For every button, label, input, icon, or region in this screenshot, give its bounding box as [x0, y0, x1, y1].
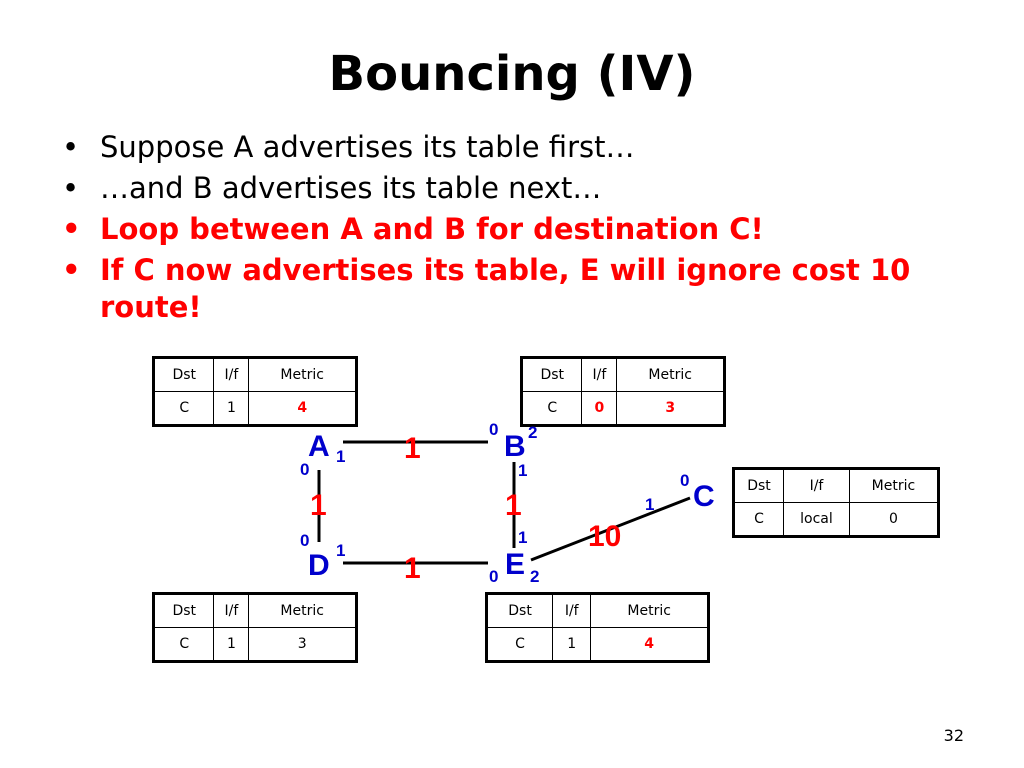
- cell-dst: C: [732, 502, 785, 537]
- port-e-top: 1: [518, 528, 527, 547]
- header-iface: I/f: [581, 357, 618, 392]
- bullet-dot: •: [62, 212, 81, 246]
- header-iface: I/f: [213, 593, 250, 628]
- port-b-bottom: 1: [518, 461, 527, 480]
- bullet-text: Loop between A and B for destination C!: [100, 212, 764, 246]
- port-c-top: 0: [680, 471, 689, 490]
- header-metric: Metric: [248, 593, 357, 628]
- routing-table-e: Dst I/f Metric C 1 4: [485, 592, 710, 663]
- table-row: C 0 3: [520, 391, 725, 426]
- bullet-text: Suppose A advertises its table first…: [100, 130, 635, 164]
- header-dst: Dst: [152, 593, 215, 628]
- table-header-row: Dst I/f Metric: [152, 357, 357, 392]
- cell-iface: 0: [581, 391, 618, 426]
- cell-metric: 3: [616, 391, 725, 426]
- port-d-right: 1: [336, 541, 345, 560]
- link-e-c: [530, 496, 691, 562]
- cell-metric: 4: [590, 627, 709, 662]
- header-metric: Metric: [616, 357, 725, 392]
- cell-metric: 4: [248, 391, 357, 426]
- port-b-left: 0: [489, 420, 498, 439]
- header-iface: I/f: [213, 357, 250, 392]
- page-number: 32: [943, 726, 964, 745]
- cell-dst: C: [152, 391, 215, 426]
- bullet-dot: •: [62, 253, 81, 287]
- table-row: C 1 4: [152, 391, 357, 426]
- cell-iface: 1: [552, 627, 592, 662]
- routing-table-b: Dst I/f Metric C 0 3: [520, 356, 726, 427]
- cell-dst: C: [520, 391, 583, 426]
- cell-dst: C: [152, 627, 215, 662]
- page-title: Bouncing (IV): [328, 46, 696, 102]
- header-dst: Dst: [152, 357, 215, 392]
- cost-a-b: 1: [404, 432, 421, 465]
- node-b: B: [504, 430, 526, 463]
- table-row: C local 0: [732, 502, 940, 537]
- port-e-left: 0: [489, 567, 498, 586]
- header-iface: I/f: [783, 468, 850, 503]
- header-dst: Dst: [520, 357, 583, 392]
- bullet-text: If C now advertises its table, E will ig…: [100, 253, 911, 324]
- routing-table-c: Dst I/f Metric C local 0: [732, 467, 940, 538]
- bullet-item: • If C now advertises its table, E will i…: [62, 252, 982, 326]
- node-a: A: [308, 430, 330, 463]
- table-row: C 1 4: [485, 627, 709, 662]
- header-metric: Metric: [848, 468, 940, 503]
- table-header-row: Dst I/f Metric: [732, 468, 940, 503]
- port-c-left: 1: [645, 495, 654, 514]
- header-iface: I/f: [552, 593, 592, 628]
- node-c: C: [693, 480, 715, 513]
- table-header-row: Dst I/f Metric: [152, 593, 357, 628]
- routing-table-d: Dst I/f Metric C 1 3: [152, 592, 358, 663]
- bullet-item: • …and B advertises its table next…: [62, 170, 982, 207]
- port-a-right: 1: [336, 447, 345, 466]
- port-a-bottom: 0: [300, 460, 309, 479]
- bullet-text: …and B advertises its table next…: [100, 171, 602, 205]
- table-row: C 1 3: [152, 627, 357, 662]
- cell-dst: C: [485, 627, 554, 662]
- header-dst: Dst: [485, 593, 554, 628]
- table-header-row: Dst I/f Metric: [485, 593, 709, 628]
- bullet-item: • Suppose A advertises its table first…: [62, 129, 982, 166]
- cost-a-d: 1: [310, 489, 327, 522]
- cell-iface: 1: [213, 627, 250, 662]
- cell-metric: 0: [848, 502, 940, 537]
- cell-iface: 1: [213, 391, 250, 426]
- table-header-row: Dst I/f Metric: [520, 357, 725, 392]
- node-d: D: [308, 549, 330, 582]
- node-e: E: [505, 548, 525, 581]
- header-metric: Metric: [590, 593, 709, 628]
- port-e-right: 2: [530, 567, 539, 586]
- cell-iface: local: [783, 502, 850, 537]
- header-metric: Metric: [248, 357, 357, 392]
- header-dst: Dst: [732, 468, 785, 503]
- bullet-item: • Loop between A and B for destination C!: [62, 211, 982, 248]
- routing-table-a: Dst I/f Metric C 1 4: [152, 356, 358, 427]
- bullet-dot: •: [62, 171, 80, 205]
- bullet-list: • Suppose A advertises its table first… •…: [62, 129, 982, 330]
- cost-b-e: 1: [505, 489, 522, 522]
- cell-metric: 3: [248, 627, 357, 662]
- port-d-top: 0: [300, 531, 309, 550]
- bullet-dot: •: [62, 130, 80, 164]
- cost-d-e: 1: [404, 552, 421, 585]
- cost-e-c: 10: [588, 520, 621, 553]
